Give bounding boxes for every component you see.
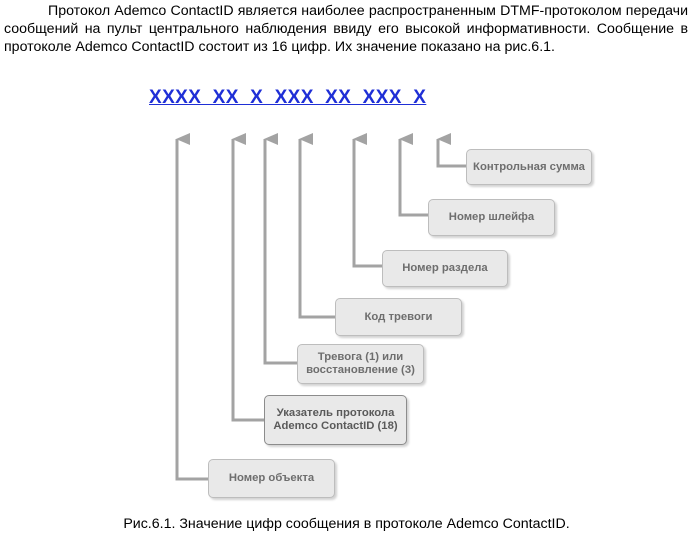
label-checksum: Контрольная сумма (473, 160, 585, 173)
message-format-code: XXXX XX X XXX XX XXX X (149, 87, 427, 108)
arrow-protocol (231, 133, 266, 422)
label-account-number: Номер объекта (228, 472, 315, 484)
box-alarm-code: Код тревоги (335, 298, 462, 336)
label-protocol-line1: Указатель протокола (276, 407, 395, 419)
label-event-qualifier-line1: Тревога (1) или (317, 351, 404, 363)
box-event-qualifier: Тревога (1) или восстановление (3) (297, 344, 424, 384)
label-zone-number: Номер шлейфа (448, 211, 535, 223)
arrow-checksum (436, 133, 468, 168)
intro-paragraph: Протокол Ademco ContactID является наибо… (4, 2, 688, 56)
arrow-alarm-code (298, 133, 337, 319)
figure-caption: Рис.6.1. Значение цифр сообщения в прото… (123, 516, 570, 532)
label-event-qualifier-line2: восстановление (3) (306, 364, 415, 376)
label-alarm-code: Код тревоги (364, 310, 433, 323)
intro-text: Протокол Ademco ContactID является наибо… (4, 3, 688, 55)
box-partition-number: Номер раздела (382, 250, 508, 287)
label-partition-number: Номер раздела (402, 262, 488, 274)
box-protocol-indicator: Указатель протокола Ademco ContactID (18… (264, 395, 407, 445)
box-zone-number: Номер шлейфа (428, 199, 555, 236)
label-protocol-line2: Ademco ContactID (18) (273, 420, 398, 432)
box-account-number: Номер объекта (208, 459, 335, 498)
arrow-zone (398, 133, 430, 217)
arrow-event-qualifier (263, 133, 300, 365)
arrow-account (175, 133, 211, 481)
box-checksum: Контрольная сумма (466, 149, 592, 185)
arrow-partition (352, 133, 385, 268)
